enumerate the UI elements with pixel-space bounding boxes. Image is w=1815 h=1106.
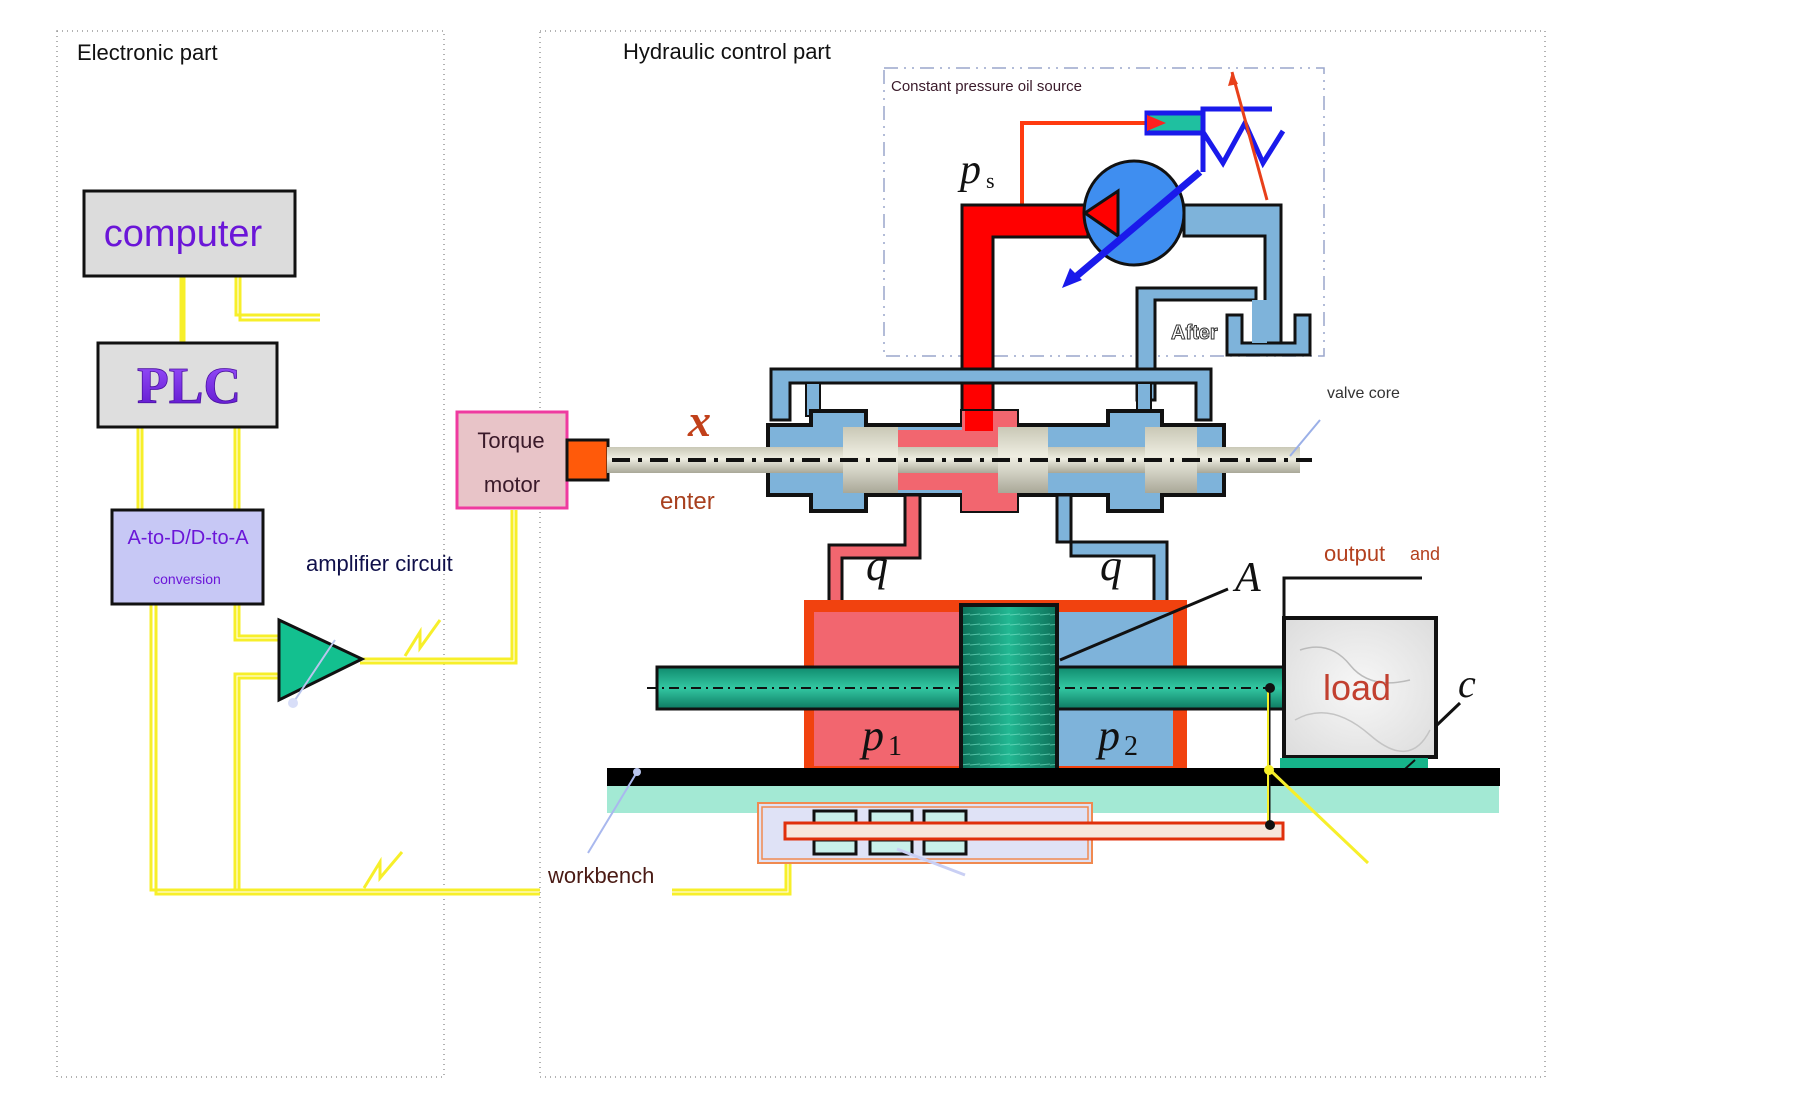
spool-displacement-text: enter <box>660 488 715 515</box>
valve-core-label: valve core <box>1327 385 1400 402</box>
chamber-right-subscript: 2 <box>1124 731 1138 762</box>
torque-motor-block[interactable]: Torque motor <box>455 410 569 510</box>
flow-label-left: q <box>866 541 888 590</box>
relief-valve-icon <box>1144 71 1286 201</box>
computer-block[interactable]: computer <box>82 189 297 278</box>
piston-area-label: A <box>1232 555 1261 601</box>
supply-pressure-symbol: p <box>957 147 981 193</box>
torque-motor-label-line2: motor <box>484 472 540 497</box>
oil-source-title: Constant pressure oil source <box>891 78 1082 95</box>
flow-label-right: q <box>1100 541 1122 590</box>
chamber-left-subscript: 1 <box>888 731 902 762</box>
signal-wires <box>136 277 792 896</box>
adda-label-line2: conversion <box>153 571 221 587</box>
load-base <box>1280 758 1428 770</box>
valve-spool <box>607 427 1312 493</box>
plc-label: PLC <box>137 358 241 415</box>
workbench-pointer <box>587 771 638 854</box>
chamber-left-symbol: p <box>859 711 884 760</box>
damping-label: c <box>1458 661 1476 706</box>
torque-motor-coupling <box>565 438 610 482</box>
load-block[interactable]: load <box>1282 616 1438 759</box>
hydraulic-section-frame <box>539 30 1546 1078</box>
workbench-label: workbench <box>547 863 654 888</box>
electronic-section-title: Electronic part <box>77 40 218 65</box>
output-bracket <box>1282 576 1422 620</box>
electronic-section-frame <box>56 30 445 1078</box>
linkage-joint-bottom <box>1265 820 1275 830</box>
output-label-and: and <box>1410 544 1440 564</box>
computer-label: computer <box>104 213 263 255</box>
load-label: load <box>1323 667 1391 708</box>
adda-conversion-block[interactable]: A-to-D/D-to-A conversion <box>110 508 265 606</box>
pump-icon <box>1062 159 1203 288</box>
tank-label: After <box>1171 322 1218 344</box>
amplifier-block[interactable] <box>277 617 366 708</box>
oil-source-frame <box>883 67 1325 357</box>
spool-displacement-symbol: x <box>687 395 711 446</box>
adda-label-line1: A-to-D/D-to-A <box>127 527 249 549</box>
torque-motor-label-line1: Torque <box>477 428 544 453</box>
linkage-joint-top <box>1265 683 1275 693</box>
hydraulic-section-title: Hydraulic control part <box>623 39 831 64</box>
amplifier-label: amplifier circuit <box>306 551 453 576</box>
plc-block[interactable]: PLC <box>96 341 279 429</box>
valve-core-pointer <box>1289 419 1321 457</box>
chamber-right-symbol: p <box>1095 711 1120 760</box>
pilot-line <box>1020 121 1148 207</box>
amplifier-pointer-dot <box>288 698 298 708</box>
piston-area-pointer <box>1059 587 1229 662</box>
workbench-top-rail <box>607 768 1500 786</box>
sensor-pointer <box>896 847 966 877</box>
supply-pressure-subscript: s <box>986 168 995 193</box>
output-label: output <box>1324 541 1385 566</box>
piston <box>959 603 1059 775</box>
damping-pointer <box>1435 701 1462 727</box>
